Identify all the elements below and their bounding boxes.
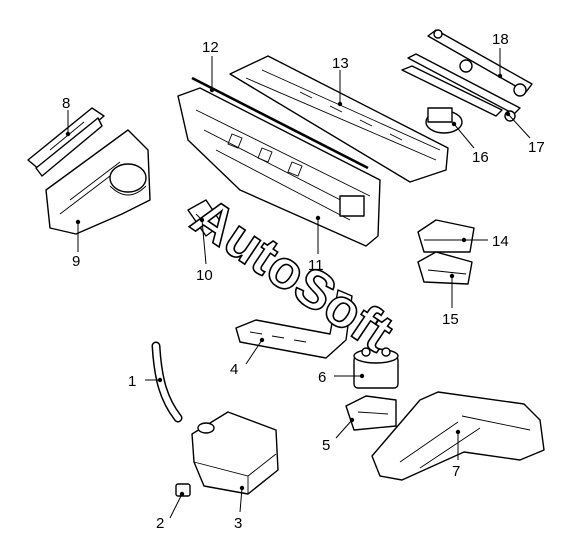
- part-3-washer-tank: [191, 411, 279, 495]
- callout-18: 18: [492, 31, 509, 48]
- part-16-wiper-motor: [425, 107, 463, 134]
- part-4-support: [235, 289, 353, 359]
- callout-9: 9: [72, 253, 80, 270]
- callout-4: 4: [230, 361, 238, 378]
- part-14-cover: [417, 219, 475, 253]
- part-17-wiper-linkage: [401, 53, 521, 122]
- callout-5: 5: [322, 437, 330, 454]
- callout-6: 6: [318, 369, 326, 386]
- callout-15: 15: [442, 311, 459, 328]
- callout-2: 2: [156, 515, 164, 532]
- part-9-side-panel: [45, 129, 151, 235]
- part-2-pump: [175, 483, 191, 497]
- part-10-bracket: [187, 199, 223, 237]
- callout-17: 17: [528, 139, 545, 156]
- leader-dots: [65, 73, 511, 497]
- part-12-seal-strip: [191, 76, 369, 170]
- callout-7: 7: [452, 463, 460, 480]
- part-8-bracket: [27, 107, 105, 177]
- callout-8: 8: [62, 95, 70, 112]
- callout-1: 1: [128, 373, 136, 390]
- part-18-wiper-linkage: [427, 29, 533, 97]
- callout-13: 13: [332, 55, 349, 72]
- callout-16: 16: [472, 149, 489, 166]
- leader-lines: [67, 48, 531, 519]
- callout-11: 11: [308, 257, 324, 274]
- part-6-reservoir: [353, 347, 399, 389]
- callout-labels: 1 2 3 4 5 6 7 8 9 10 11 12 13 14 15 16 1…: [62, 31, 545, 532]
- part-13-cowl-panel: [229, 55, 449, 183]
- part-15-box: [417, 251, 473, 285]
- part-5-bracket: [345, 395, 397, 431]
- callout-3: 3: [234, 515, 242, 532]
- part-11-bulkhead: [177, 87, 381, 247]
- callout-12: 12: [202, 39, 219, 56]
- callout-14: 14: [492, 233, 509, 250]
- callout-10: 10: [196, 267, 213, 284]
